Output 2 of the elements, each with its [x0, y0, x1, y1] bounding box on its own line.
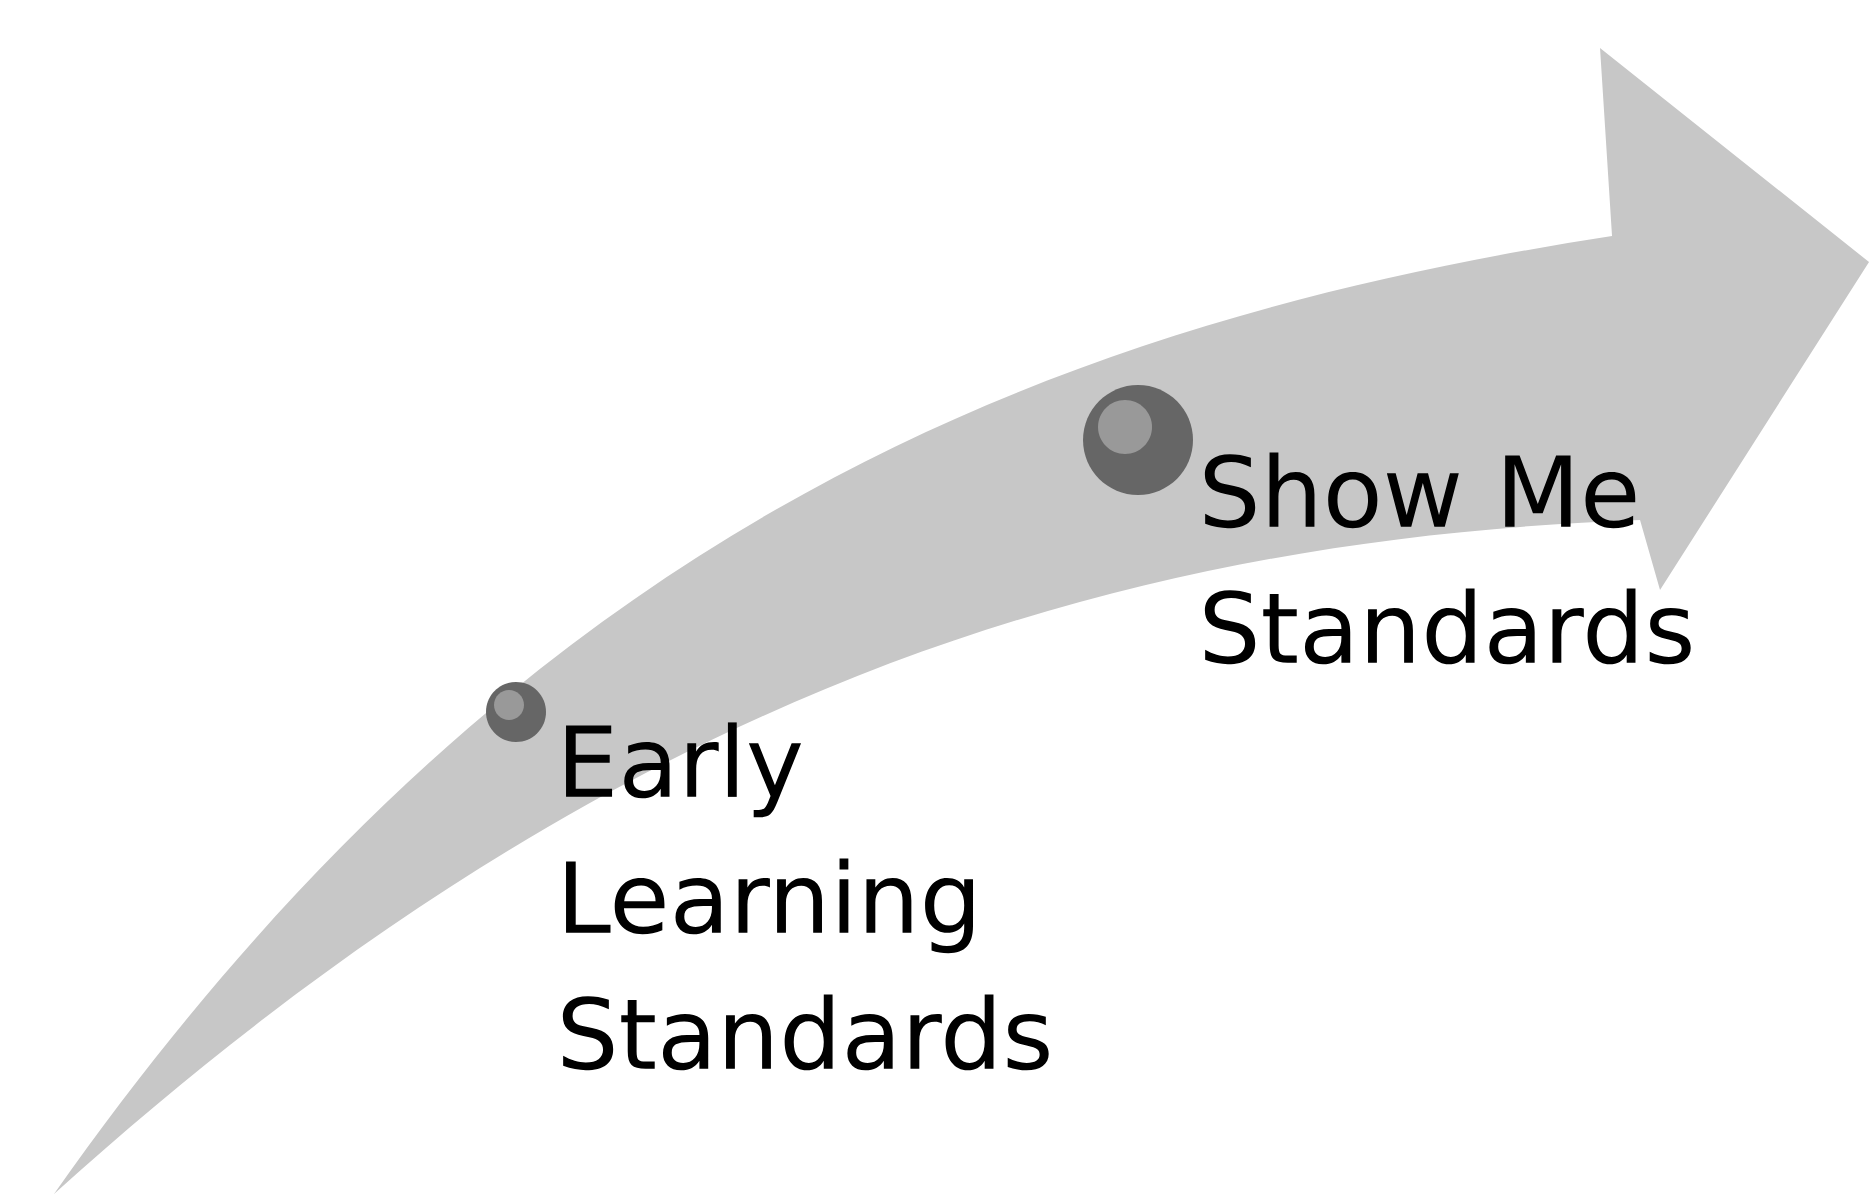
text-label: Show Me Standards — [1204, 452, 1691, 665]
text-label: Early Learning Standards — [562, 722, 1049, 1071]
